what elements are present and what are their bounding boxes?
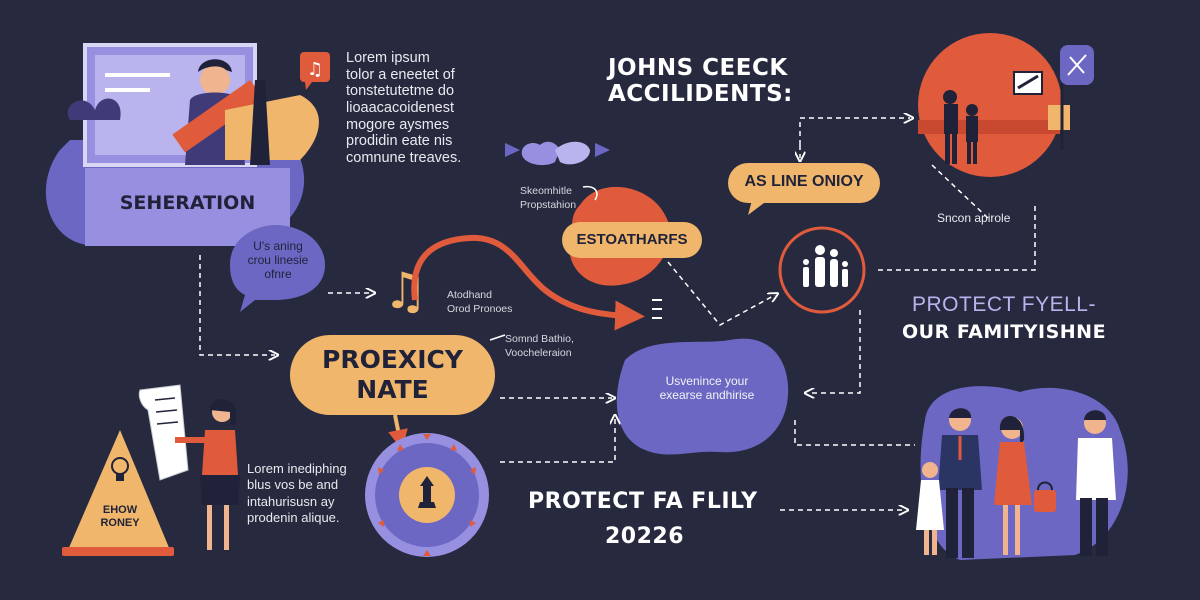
intro-paragraph: Lorem ipsum tolor a eneetet of tonstetut…	[346, 50, 462, 167]
svg-text:♫: ♫	[307, 59, 323, 80]
target-circle	[365, 433, 489, 557]
seheration-label: SEHERATION	[119, 192, 256, 214]
music-note-icon: ♫	[300, 52, 330, 90]
speech-bubble	[230, 225, 325, 312]
proexicy-pill	[290, 335, 495, 415]
bottom-headline-line2: 20226	[605, 524, 685, 549]
center-blob-text: Usvenince your exearse andhirise	[659, 374, 755, 402]
handshake-icon	[505, 141, 610, 166]
curvy-arrow	[411, 234, 645, 331]
handshake-caption: Skeomhitle Propstahion	[520, 185, 577, 211]
dashed-connectors	[199, 118, 1036, 510]
music-note-caption: Atodhand Orod Pronoes	[447, 289, 513, 315]
lightbulb-icon	[62, 430, 174, 556]
warning-scene	[918, 33, 1094, 177]
cone-label: EHOW RONEY	[100, 504, 140, 529]
as-line-bubble	[728, 163, 880, 215]
family-illustration	[916, 386, 1128, 560]
page-title: JOHNS CEECK ACCILIDENTS:	[608, 55, 793, 108]
as-line-label: AS LINE ONIOY	[744, 173, 864, 190]
estoatharfs-pill	[562, 222, 702, 258]
music-note-icon: ♫	[383, 262, 428, 320]
speech-bubble-text: U's aning crou linesie ofnre	[247, 239, 309, 281]
woman-with-document	[138, 384, 240, 550]
sonnd-caption: Somnd Bathio, Voocheleraion	[505, 333, 574, 359]
presenter-scene	[45, 43, 319, 246]
sncon-caption: Sncon apirole	[937, 211, 1011, 225]
right-headline-line1: PROTECT FYELL-	[912, 293, 1096, 316]
family-icon	[778, 226, 866, 314]
center-blob	[616, 338, 789, 455]
proexicy-label: PROEXICY NATE	[322, 345, 463, 404]
bottom-paragraph: Lorem inediphing blus vos be and intahur…	[247, 461, 347, 525]
estoatharfs-label: ESTOATHARFS	[576, 231, 688, 248]
right-headline-line2: OUR FAMITYISHNE	[902, 321, 1107, 343]
bottom-headline-line1: PROTECT FA FLILY	[528, 489, 758, 514]
